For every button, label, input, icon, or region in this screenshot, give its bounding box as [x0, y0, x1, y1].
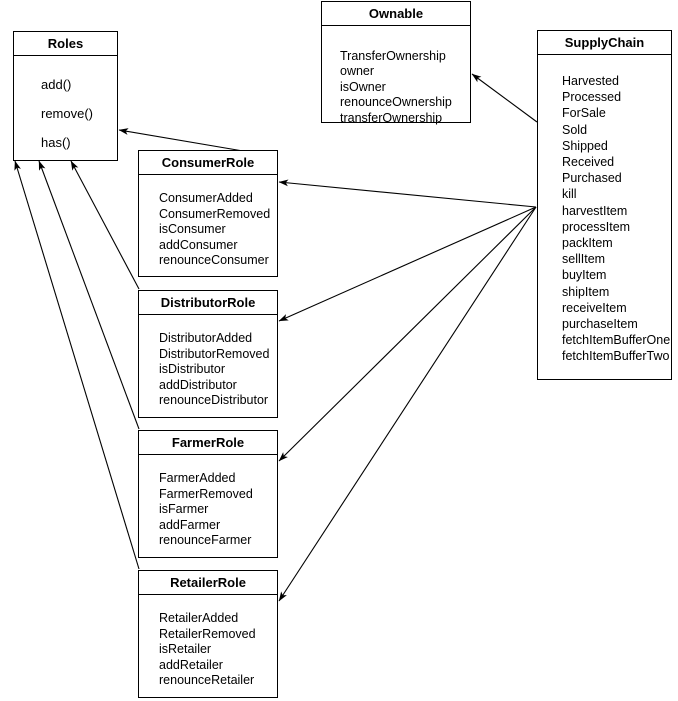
edge-distributorrole-to-roles [70, 160, 140, 290]
class-box-supplychain[interactable]: SupplyChain Harvested Processed ForSale … [537, 30, 672, 380]
member: DistributorRemoved [159, 346, 270, 361]
edge-supplychain-to-retailerrole [278, 206, 537, 602]
member: RetailerRemoved [159, 626, 256, 641]
edge-supplychain-to-ownable [471, 73, 538, 123]
member: remove() [41, 106, 94, 121]
class-title-ownable: Ownable [322, 2, 470, 26]
member: renounceDistributor [159, 393, 269, 408]
member: ConsumerRemoved [159, 206, 271, 221]
member: FarmerRemoved [159, 486, 253, 501]
class-title-roles: Roles [14, 32, 117, 56]
member: sellItem [562, 252, 606, 267]
class-title-consumerrole: ConsumerRole [139, 151, 277, 175]
member: renounceOwnership [340, 95, 452, 110]
member: shipItem [562, 284, 610, 299]
member: buyItem [562, 268, 607, 283]
member: receiveItem [562, 300, 627, 315]
class-members-supplychain: Harvested Processed ForSale Sold Shipped… [538, 55, 671, 365]
member: fetchItemBufferOne [562, 333, 671, 348]
member: TransferOwnership [340, 49, 446, 63]
class-members-farmerrole: FarmerAdded FarmerRemoved isFarmer addFa… [139, 455, 277, 549]
member: Sold [562, 122, 588, 137]
class-title-retailerrole: RetailerRole [139, 571, 277, 595]
class-box-ownable[interactable]: Ownable TransferOwnership owner isOwner … [321, 1, 471, 126]
member: isFarmer [159, 502, 209, 517]
member: addRetailer [159, 657, 223, 672]
member: Received [562, 155, 615, 170]
class-box-farmerrole[interactable]: FarmerRole FarmerAdded FarmerRemoved isF… [138, 430, 278, 558]
member: addConsumer [159, 237, 238, 252]
member: Processed [562, 90, 622, 105]
member: kill [562, 187, 577, 202]
member: ForSale [562, 106, 606, 121]
class-title-farmerrole: FarmerRole [139, 431, 277, 455]
member: fetchItemBufferTwo [562, 349, 670, 364]
class-members-roles: add() remove() has() [14, 56, 117, 157]
member: harvestItem [562, 203, 628, 218]
member: renounceFarmer [159, 533, 252, 548]
member: transferOwnership [340, 110, 443, 125]
edge-farmerrole-to-roles [38, 160, 140, 430]
member: renounceConsumer [159, 253, 269, 268]
class-title-supplychain: SupplyChain [538, 31, 671, 55]
class-members-ownable: TransferOwnership owner isOwner renounce… [322, 26, 470, 126]
member: renounceRetailer [159, 673, 255, 688]
member: purchaseItem [562, 317, 638, 332]
member: DistributorAdded [159, 331, 253, 345]
member: packItem [562, 236, 613, 251]
class-members-distributorrole: DistributorAdded DistributorRemoved isDi… [139, 315, 277, 409]
member: isRetailer [159, 642, 212, 657]
member: isOwner [340, 79, 386, 94]
member: Shipped [562, 138, 608, 153]
edge-supplychain-to-farmerrole [278, 206, 537, 462]
member: ConsumerAdded [159, 191, 253, 205]
member: add() [41, 77, 72, 92]
edge-consumerrole-to-roles [118, 128, 244, 152]
class-members-consumerrole: ConsumerAdded ConsumerRemoved isConsumer… [139, 175, 277, 269]
member: owner [340, 64, 375, 79]
member: RetailerAdded [159, 611, 239, 625]
member: has() [41, 135, 71, 150]
member: addDistributor [159, 377, 237, 392]
member: Purchased [562, 171, 622, 186]
member: addFarmer [159, 517, 221, 532]
edge-supplychain-to-consumerrole [278, 179, 537, 208]
class-box-retailerrole[interactable]: RetailerRole RetailerAdded RetailerRemov… [138, 570, 278, 698]
class-title-distributorrole: DistributorRole [139, 291, 277, 315]
class-box-roles[interactable]: Roles add() remove() has() [13, 31, 118, 161]
member: isConsumer [159, 222, 226, 237]
member: FarmerAdded [159, 471, 236, 485]
member: Harvested [562, 74, 619, 88]
member: isDistributor [159, 362, 225, 377]
class-members-retailerrole: RetailerAdded RetailerRemoved isRetailer… [139, 595, 277, 689]
class-box-consumerrole[interactable]: ConsumerRole ConsumerAdded ConsumerRemov… [138, 150, 278, 277]
member: processItem [562, 219, 631, 234]
edge-supplychain-to-distributorrole [278, 206, 537, 322]
class-box-distributorrole[interactable]: DistributorRole DistributorAdded Distrib… [138, 290, 278, 418]
edge-retailerrole-to-roles [14, 160, 140, 570]
